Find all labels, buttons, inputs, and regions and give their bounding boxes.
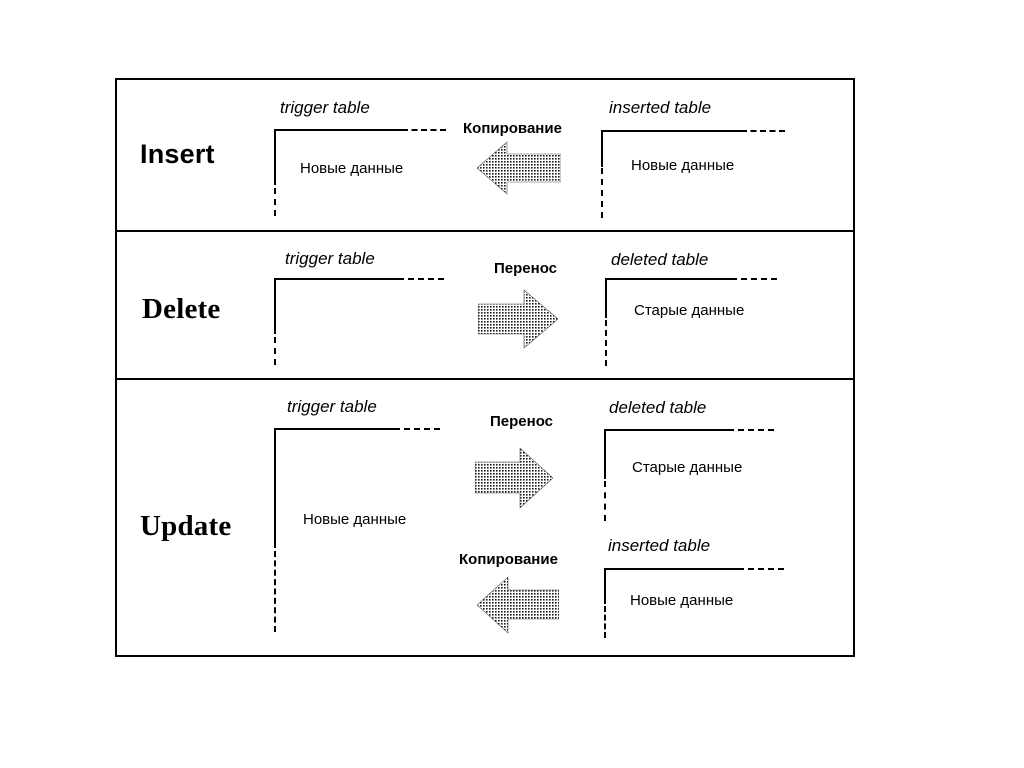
caption-insert-inserted-table: inserted table bbox=[609, 98, 712, 117]
row-separator-2 bbox=[115, 378, 855, 380]
data-update-trigger: Новые данные bbox=[303, 511, 407, 528]
data-insert-inserted: Новые данные bbox=[631, 157, 735, 174]
arrow-right-update-move bbox=[475, 446, 553, 510]
data-insert-trigger: Новые данные bbox=[300, 160, 404, 177]
bracket-update-deleted-top-solid bbox=[604, 429, 728, 431]
operation-label-update: Update bbox=[140, 510, 232, 542]
bracket-insert-inserted-left-solid bbox=[601, 130, 603, 167]
flow-label-update-move: Перенос bbox=[490, 413, 553, 430]
caption-delete-deleted-table: deleted table bbox=[611, 250, 709, 269]
bracket-update-deleted-left-dashed bbox=[604, 481, 606, 521]
bracket-delete-deleted-top-solid bbox=[605, 278, 731, 280]
bracket-update-deleted-left-solid bbox=[604, 429, 606, 479]
bracket-delete-deleted-left-dashed bbox=[605, 320, 607, 366]
bracket-insert-trigger-top-dashed bbox=[402, 129, 446, 131]
bracket-delete-deleted-left-solid bbox=[605, 278, 607, 318]
arrow-right-delete-move bbox=[478, 288, 558, 350]
bracket-delete-deleted-top-dashed bbox=[731, 278, 777, 280]
bracket-insert-inserted-top-dashed bbox=[741, 130, 785, 132]
bracket-update-inserted-left-dashed bbox=[604, 606, 606, 638]
bracket-update-inserted-left-solid bbox=[604, 568, 606, 604]
bracket-insert-inserted-left-dashed bbox=[601, 168, 603, 218]
caption-update-inserted-table: inserted table bbox=[608, 536, 711, 555]
bracket-insert-trigger-top-solid bbox=[274, 129, 402, 131]
caption-delete-trigger-table: trigger table bbox=[285, 249, 375, 268]
bracket-update-trigger-top-solid bbox=[274, 428, 394, 430]
bracket-update-inserted-top-dashed bbox=[738, 568, 784, 570]
flow-label-delete-move: Перенос bbox=[494, 260, 557, 277]
bracket-update-trigger-left-dashed bbox=[274, 551, 276, 632]
bracket-update-trigger-left-solid bbox=[274, 428, 276, 548]
row-separator-1 bbox=[115, 230, 855, 232]
bracket-delete-trigger-top-solid bbox=[274, 278, 398, 280]
operation-label-insert: Insert bbox=[140, 139, 215, 169]
data-update-deleted: Старые данные bbox=[632, 459, 743, 476]
bracket-insert-inserted-top-solid bbox=[601, 130, 741, 132]
caption-update-trigger-table: trigger table bbox=[287, 397, 377, 416]
caption-update-deleted-table: deleted table bbox=[609, 398, 707, 417]
flow-label-update-copy: Копирование bbox=[459, 551, 558, 568]
bracket-delete-trigger-left-solid bbox=[274, 278, 276, 334]
flow-label-insert-copy: Копирование bbox=[463, 120, 562, 137]
data-delete-deleted: Старые данные bbox=[634, 302, 745, 319]
caption-insert-trigger-table: trigger table bbox=[280, 98, 370, 117]
bracket-delete-trigger-top-dashed bbox=[398, 278, 444, 280]
bracket-update-deleted-top-dashed bbox=[728, 429, 774, 431]
bracket-insert-trigger-left-dashed bbox=[274, 188, 276, 216]
operation-label-delete: Delete bbox=[142, 293, 221, 325]
bracket-update-trigger-top-dashed bbox=[394, 428, 440, 430]
bracket-update-inserted-top-solid bbox=[604, 568, 738, 570]
data-update-inserted: Новые данные bbox=[630, 592, 734, 609]
arrow-left-update-copy bbox=[477, 575, 559, 635]
bracket-insert-trigger-left-solid bbox=[274, 129, 276, 185]
bracket-delete-trigger-left-dashed bbox=[274, 337, 276, 365]
arrow-left-insert-copy bbox=[477, 140, 561, 196]
